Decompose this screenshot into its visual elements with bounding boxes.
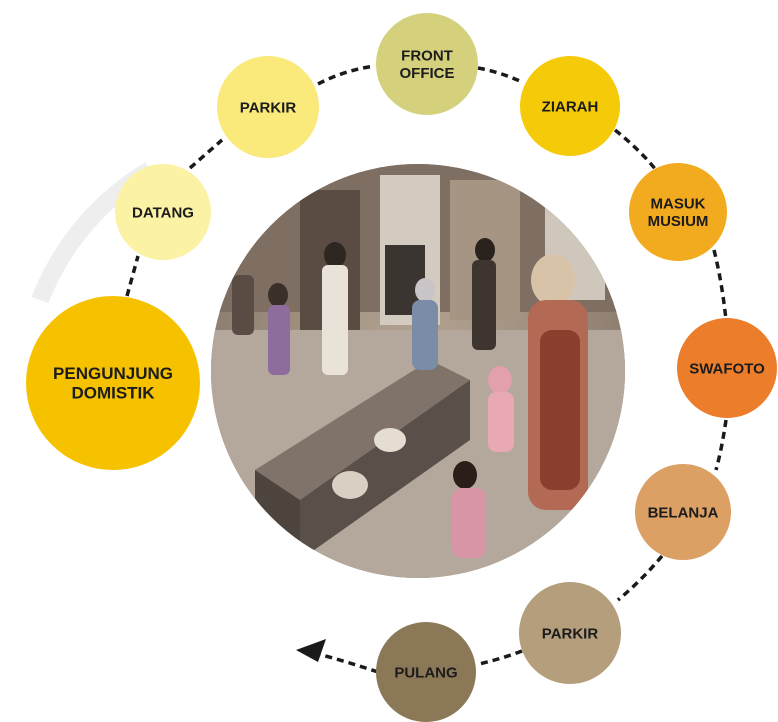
node-label: ZIARAH	[542, 98, 599, 115]
connector-frontoffice-ziarah	[477, 66, 523, 84]
node-label: OFFICE	[400, 65, 455, 82]
node-parkir-1: PARKIR	[217, 56, 319, 158]
connector-ziarah-masuk	[613, 128, 658, 172]
connector-parkir-pulang	[478, 649, 523, 666]
node-label: PENGUNJUNG	[53, 364, 173, 383]
connector-pengunjung-datang	[125, 255, 140, 297]
museum-visitors-photo	[211, 164, 625, 578]
node-label: MASUK	[651, 196, 706, 213]
node-circle	[629, 163, 727, 261]
node-circle	[26, 296, 200, 470]
node-swafoto: SWAFOTO	[677, 318, 777, 418]
node-circle	[520, 56, 620, 156]
connector-datang-parkir	[188, 138, 224, 170]
node-circle	[635, 464, 731, 560]
node-label: BELANJA	[648, 504, 719, 521]
node-label: DOMISTIK	[71, 384, 155, 403]
node-label: DATANG	[132, 204, 194, 221]
node-circle	[217, 56, 319, 158]
node-circle	[376, 622, 476, 722]
node-circle	[376, 13, 478, 115]
dashed-connectors	[125, 64, 728, 674]
connector-swafoto-belanja	[714, 419, 728, 471]
connector-pulang-exit	[317, 652, 379, 674]
node-ziarah: ZIARAH	[520, 56, 620, 156]
node-circle	[115, 164, 211, 260]
node-label: PARKIR	[542, 625, 599, 642]
node-circle	[519, 582, 621, 684]
node-label: SWAFOTO	[689, 360, 765, 377]
node-belanja: BELANJA	[635, 464, 731, 560]
node-label: PARKIR	[240, 99, 297, 116]
node-parkir-2: PARKIR	[519, 582, 621, 684]
connector-belanja-parkir	[616, 554, 664, 602]
connector-parkir-frontoffice	[317, 64, 376, 86]
connector-masuk-swafoto	[712, 249, 728, 321]
node-datang: DATANG	[115, 164, 211, 260]
node-label: FRONT	[401, 48, 453, 65]
node-label: PULANG	[394, 664, 457, 681]
node-circle	[677, 318, 777, 418]
node-label: MUSIUM	[648, 213, 709, 230]
arrow-left-icon	[296, 639, 326, 662]
node-pulang: PULANG	[376, 622, 476, 722]
